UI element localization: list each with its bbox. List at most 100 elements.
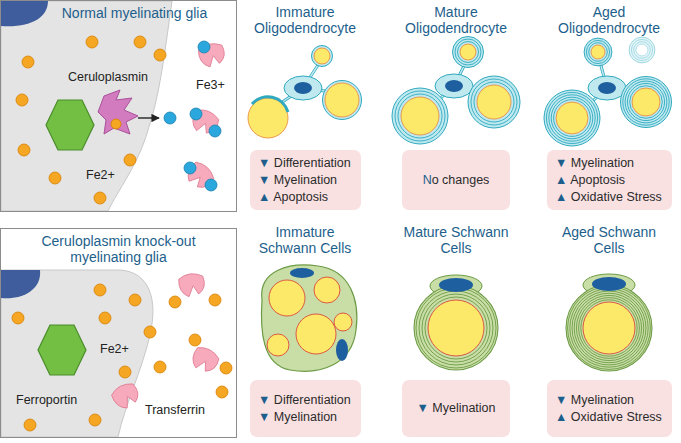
illustration-part (129, 294, 141, 306)
illustration-part (544, 37, 672, 146)
illustration-part (570, 289, 648, 367)
illustration-part (566, 285, 652, 371)
effect-item: ▲ Oxidative Stress (555, 189, 662, 206)
illustration-part (572, 291, 646, 365)
illustration-part (428, 300, 484, 356)
illustration-part (544, 90, 600, 146)
cell-stage-heading: Aged Schwann Cells (552, 224, 666, 256)
illustration-part (189, 334, 201, 346)
illustration-part (252, 97, 288, 112)
illustration-part (24, 419, 36, 431)
glia-panel: Normal myelinating glia (0, 0, 237, 212)
cell-illustrations (248, 37, 672, 372)
illustration-part (588, 76, 626, 100)
illustration-part (94, 192, 106, 204)
illustration-part (398, 94, 442, 138)
illustration-part (627, 83, 664, 120)
illustration-part (183, 159, 217, 192)
illustration-part (455, 39, 481, 65)
illustration-part (38, 325, 86, 375)
illustration-part (556, 102, 588, 134)
illustration-part (630, 86, 663, 119)
illustration-part (581, 300, 637, 356)
illustration-part (546, 92, 597, 143)
illustration-part (220, 362, 232, 374)
illustration-part (632, 88, 660, 116)
illustration-part (325, 83, 359, 117)
effect-item: ▲ Oxidative Stress (555, 409, 662, 426)
illustration-part (164, 112, 176, 124)
effect-box: ▼ Myelination (402, 380, 510, 437)
illustration-part (49, 172, 61, 184)
illustration-part (392, 88, 448, 144)
effect-item: ▼ Myelination (258, 172, 337, 189)
illustration-part (16, 36, 166, 204)
illustration-part (189, 344, 221, 375)
effect-box: ▼ Differentiation▼ Myelination (250, 380, 361, 437)
illustration-part (248, 46, 362, 139)
effect-item: ▲ Apoptosis (258, 189, 328, 206)
molecule-label: Ceruloplasmin (68, 70, 148, 85)
illustration-part (190, 108, 202, 120)
illustration-part (209, 125, 221, 137)
illustration-part (296, 314, 336, 354)
illustration-part (323, 81, 362, 120)
illustration-part (554, 100, 591, 137)
illustration-part (154, 361, 166, 373)
effect-item: ▲ Apoptosis (555, 172, 625, 189)
effect-item: ▼ Differentiation (258, 392, 351, 409)
illustration-part (1, 270, 40, 298)
illustration-part (312, 46, 333, 67)
illustration-part (89, 414, 101, 426)
illustration-part (46, 100, 94, 150)
illustration-part (586, 40, 609, 63)
illustration-part (623, 79, 669, 125)
molecule-label: Ferroportin (16, 393, 77, 408)
illustration-part (1, 1, 172, 211)
illustration-part (1, 270, 153, 437)
illustration-part (1, 1, 48, 26)
illustration-part (119, 366, 131, 378)
illustration-part (477, 85, 511, 119)
illustration-part (169, 296, 181, 308)
cell-stage-heading: Immature Oligodendrocyte (248, 4, 362, 36)
effect-item: ▼ Myelination (555, 155, 634, 172)
illustration-part (414, 275, 498, 370)
illustration-part (134, 36, 146, 48)
effect-box: ▼ Differentiation▼ Myelination▲ Apoptosi… (250, 150, 361, 210)
illustration-part (197, 41, 227, 69)
illustration-part (164, 41, 221, 191)
illustration-part (566, 274, 652, 371)
cell-stage-heading: Mature Schwann Cells (399, 224, 513, 256)
cell-stage-heading: Mature Oligodendrocyte (399, 4, 513, 36)
illustration-part (189, 107, 220, 137)
illustration-part (584, 38, 612, 66)
illustration-part (99, 312, 111, 324)
illustration-part (178, 272, 207, 298)
illustration-part (468, 76, 520, 128)
illustration-part (314, 48, 330, 64)
illustration-part (138, 117, 159, 118)
molecule-label: Transferrin (145, 403, 205, 418)
illustration-part (336, 339, 348, 361)
illustration-part (471, 79, 517, 125)
illustration-part (551, 97, 593, 139)
illustration-part (86, 36, 98, 48)
illustration-part (144, 326, 156, 338)
effect-item: ▼ Differentiation (258, 155, 351, 172)
illustration-part (425, 297, 487, 359)
illustration-part (154, 49, 166, 61)
illustration-part (109, 380, 142, 412)
illustration-part (445, 80, 463, 92)
knockout-glia-illustration (1, 270, 232, 437)
illustration-part (598, 82, 616, 94)
illustration-part (22, 56, 34, 68)
illustration-part (395, 91, 445, 141)
illustration-part (579, 298, 640, 359)
cell-stage-heading: Immature Schwann Cells (248, 224, 362, 256)
illustration-part (414, 286, 498, 370)
effect-item: No changes (423, 172, 490, 189)
illustration-part (549, 95, 595, 141)
illustration-part (205, 179, 217, 191)
